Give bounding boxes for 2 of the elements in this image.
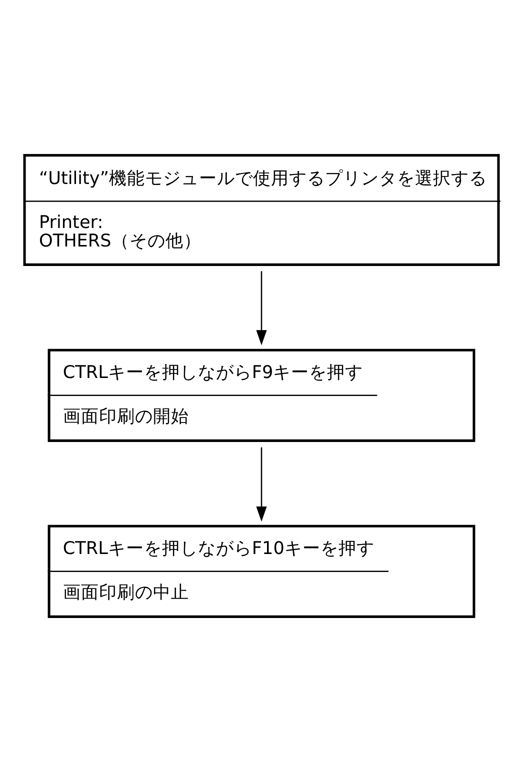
arrow: [256, 447, 267, 522]
arrow: [256, 271, 267, 346]
